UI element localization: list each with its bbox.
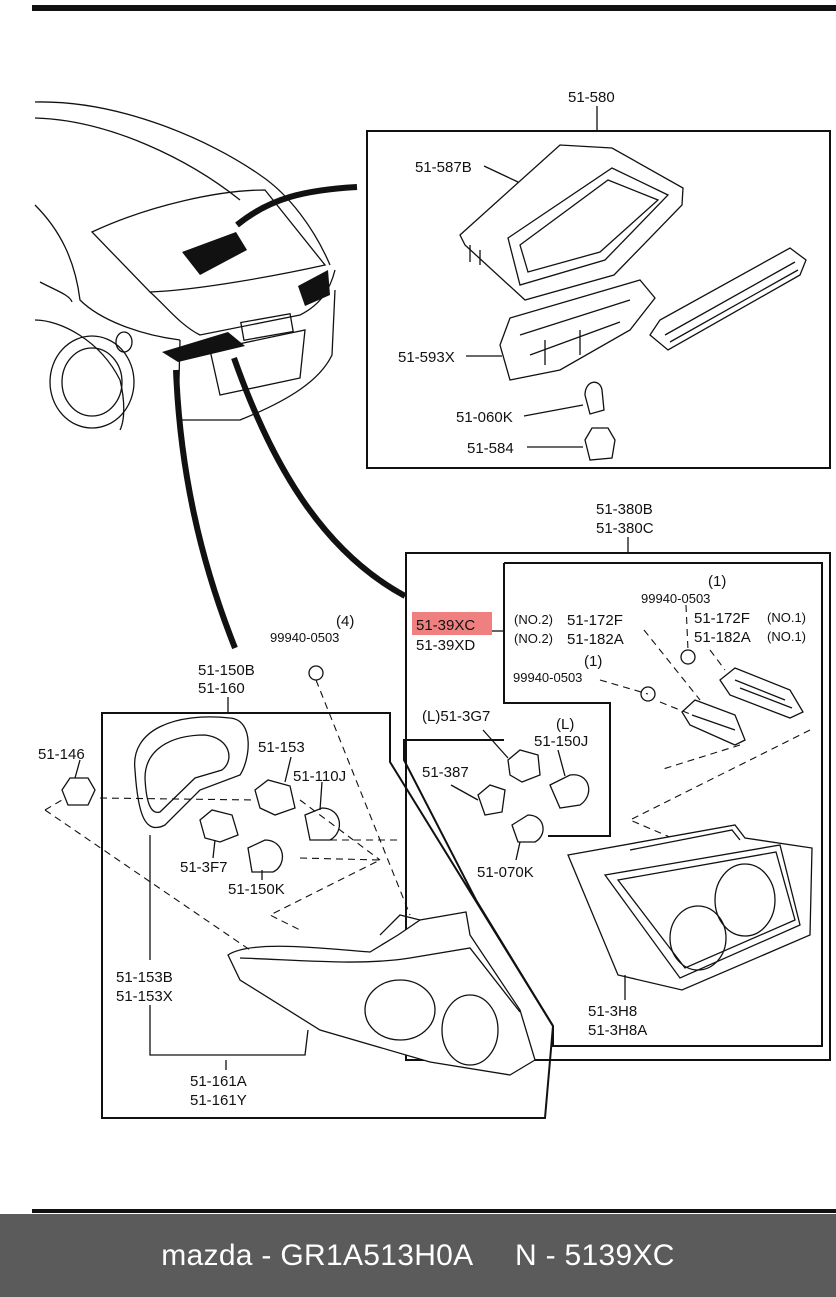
hmsl-cover-part [459, 144, 684, 301]
label-51-182a-a: 51-182A [567, 631, 624, 648]
inner-lamp-51-3h8 [567, 824, 813, 991]
label-51-070k: 51-070K [477, 864, 534, 881]
label-51-153x: 51-153X [116, 988, 173, 1005]
label-51-182a-b: 51-182A [694, 629, 751, 646]
bulb-51-150k [247, 839, 283, 873]
label-no2-a: (NO.2) [514, 612, 553, 627]
label-51-3h8: 51-3H8 [588, 1003, 637, 1020]
rear-lamp-inner-box [405, 552, 831, 1061]
label-99940-b: 99940-0503 [513, 670, 582, 685]
bulb-51-110j [304, 807, 340, 841]
label-51-153b: 51-153B [116, 969, 173, 986]
bracket-51-172f-no1 [719, 667, 804, 719]
label-51-153: 51-153 [258, 739, 305, 756]
footer-bar: mazda - GR1A513H0A N - 5139XC [0, 1214, 836, 1297]
bulb-51-070k [511, 814, 544, 843]
socket-51-3f7 [199, 809, 239, 843]
label-51-150j: 51-150J [534, 733, 588, 750]
label-51-387: 51-387 [422, 764, 469, 781]
label-99940-c: 99940-0503 [270, 630, 339, 645]
label-no1-b: (NO.1) [767, 629, 806, 644]
hmsl-housing-part [499, 279, 656, 381]
gasket-51-153b [134, 716, 249, 829]
socket-51-3g7 [507, 749, 541, 783]
socket-51-387 [477, 784, 506, 816]
label-51-3h8a: 51-3H8A [588, 1022, 647, 1039]
label-51-161a: 51-161A [190, 1073, 247, 1090]
outer-lamp-51-161a [227, 911, 536, 1076]
socket-51-153 [254, 779, 296, 816]
nut-99940-c [308, 665, 324, 681]
label-51-39xd: 51-39XD [416, 637, 475, 654]
label-no2-b: (NO.2) [514, 631, 553, 646]
label-51-580: 51-580 [568, 89, 615, 106]
label-51-150b: 51-150B [198, 662, 255, 679]
label-51-3f7: 51-3F7 [180, 859, 228, 876]
bulb-51-060k [584, 381, 605, 415]
hmsl-lens-part [649, 247, 807, 351]
label-no1-a: (NO.1) [767, 610, 806, 625]
label-51-060k: 51-060K [456, 409, 513, 426]
label-qty-4: (4) [336, 613, 354, 630]
label-51-146: 51-146 [38, 746, 85, 763]
label-51-380c: 51-380C [596, 520, 654, 537]
label-l: (L) [556, 716, 574, 733]
label-51-161y: 51-161Y [190, 1092, 247, 1109]
label-51-160: 51-160 [198, 680, 245, 697]
label-qty-1a: (1) [708, 573, 726, 590]
label-qty-1b: (1) [584, 653, 602, 670]
socket-51-146 [61, 777, 96, 806]
bulb-51-150j [549, 774, 590, 809]
car-rear-sketch [34, 101, 407, 650]
socket-51-584 [584, 427, 616, 461]
label-51-380b: 51-380B [596, 501, 653, 518]
nut-99940-a [680, 649, 696, 665]
label-51-172f-b: 51-172F [694, 610, 750, 627]
label-51-150k: 51-150K [228, 881, 285, 898]
label-51-587b: 51-587B [415, 159, 472, 176]
label-l-51-3g7: (L)51-3G7 [422, 708, 490, 725]
hmsl-box [366, 130, 831, 469]
label-99940-a: 99940-0503 [641, 591, 710, 606]
label-51-593x: 51-593X [398, 349, 455, 366]
left-lamp-box [101, 712, 555, 1119]
bracket-51-172f-no2 [681, 699, 746, 746]
label-51-110j: 51-110J [293, 768, 346, 785]
footer-text: mazda - GR1A513H0A N - 5139XC [161, 1238, 675, 1272]
parts-diagram: 51-580 51-587B 51-593X 51-060K 51-584 51… [32, 5, 836, 1213]
label-51-39xc: 51-39XC [416, 617, 475, 634]
highlight-51-39xc [412, 612, 492, 635]
label-51-172f-a: 51-172F [567, 612, 623, 629]
label-51-584: 51-584 [467, 440, 514, 457]
